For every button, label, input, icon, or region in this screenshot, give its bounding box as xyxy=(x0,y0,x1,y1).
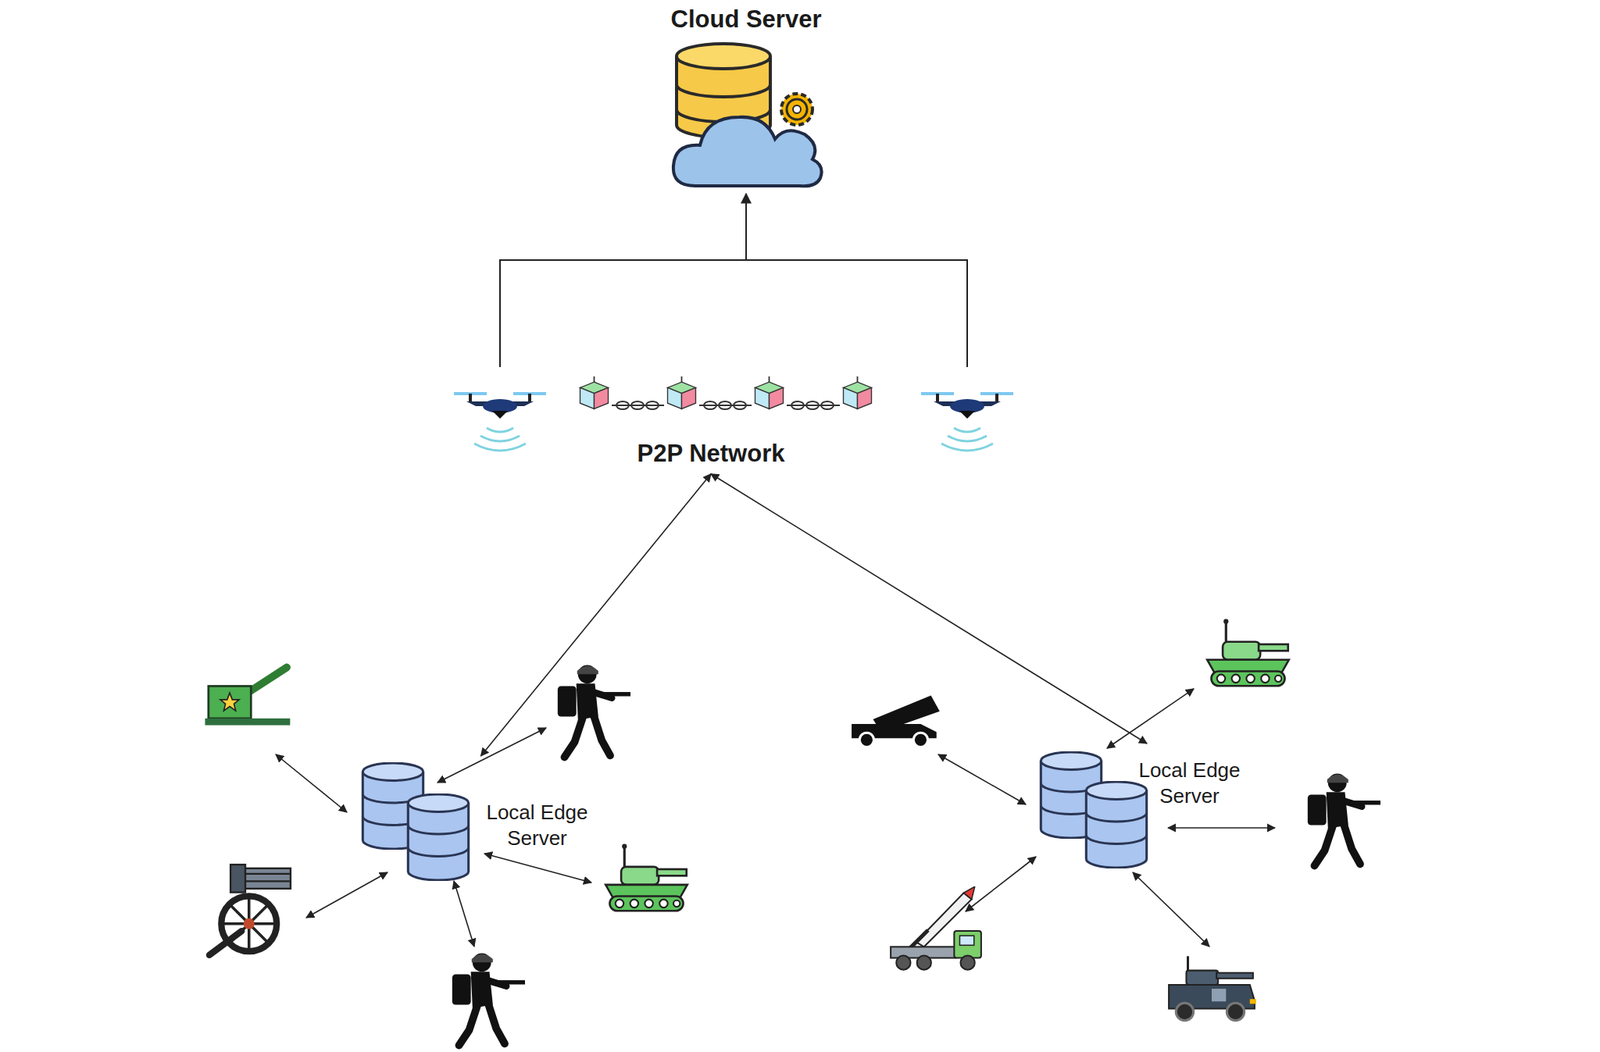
cloud-server-node: Cloud Server xyxy=(656,3,836,193)
connector xyxy=(710,474,1147,744)
drone-icon xyxy=(453,393,547,451)
armored-vehicle-icon xyxy=(1168,956,1257,1021)
soldier-icon xyxy=(1307,773,1381,866)
blockchain xyxy=(580,376,872,410)
missile-truck-icon xyxy=(890,886,982,971)
database-icon xyxy=(1085,782,1147,868)
node-label: Local Edge Server xyxy=(1125,757,1254,809)
tank-icon xyxy=(605,844,688,912)
cloud-server-icon xyxy=(673,43,822,186)
howitzer-icon xyxy=(204,667,290,726)
node-label: Local Edge Server xyxy=(472,800,602,851)
node-label: Cloud Server xyxy=(656,4,836,36)
p2p-network-node: P2P Network xyxy=(421,367,1000,475)
tank-icon xyxy=(1207,619,1290,687)
gatling-gun-icon xyxy=(209,864,291,956)
connector xyxy=(481,474,712,757)
soldier-icon xyxy=(452,953,525,1046)
edge-server-node: Local Edge Server xyxy=(355,756,607,883)
database-icon xyxy=(407,794,468,881)
drone-icon xyxy=(921,393,1014,451)
rocket-launcher-icon xyxy=(851,695,940,747)
connector xyxy=(500,193,968,368)
soldier-icon xyxy=(557,664,631,758)
edge-server-node: Local Edge Server xyxy=(1035,743,1259,871)
node-label: P2P Network xyxy=(593,439,829,470)
local-link xyxy=(275,689,1275,947)
